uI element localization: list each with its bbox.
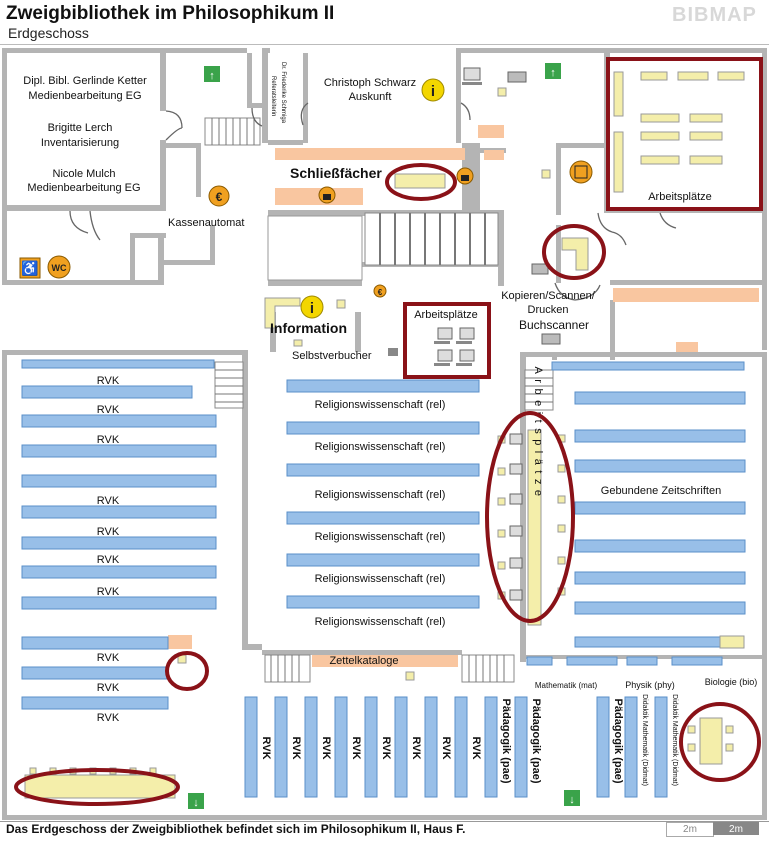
area-label: Arbeitsplätze [648,191,712,203]
shelves-bottom [244,696,668,798]
shelf-label: RVK [380,736,392,759]
shelf-label: Pädagogik (pae) [530,699,542,784]
svg-text:i: i [310,300,314,317]
room-label: Referatsleiterin [270,76,276,116]
shelves-center [286,379,480,609]
room-label: Inventarisierung [41,137,119,149]
shelf-label: Religionswissenschaft (rel) [315,441,446,453]
elevator-icon [569,160,593,184]
area-label: Information [270,320,347,336]
header-divider [0,44,769,45]
svg-text:↓: ↓ [569,794,575,806]
page-title: Zweigbibliothek im Philosophikum II [6,3,335,24]
room-label: Dipl. Bibl. Gerlinde Ketter [23,75,147,87]
svg-text:↑: ↑ [550,67,556,79]
info-icon: i [300,295,324,319]
area-label: Buchscanner [519,318,589,332]
floor-subtitle: Erdgeschoss [8,25,89,41]
shelf-labels-center: Religionswissenschaft (rel) Religionswis… [315,399,446,628]
shelf-labels-left: RVK RVK RVK RVK RVK RVK RVK RVK RVK RVK [97,375,120,724]
shelf-label: RVK [350,736,362,759]
shelf-label: Didaktik Mathematik (Didmat) [641,694,648,786]
svg-text:♿: ♿ [21,260,38,277]
room-label: Christoph Schwarz [324,77,416,89]
shelf-label: RVK [97,682,120,694]
room-label: Auskunft [349,91,392,103]
svg-text:WC: WC [52,263,67,273]
shelf-label: RVK [410,736,422,759]
shelf-label: Religionswissenschaft (rel) [315,573,446,585]
shelves-right [526,361,746,666]
shelf-label: RVK [97,404,120,416]
scale-bar-segment: 2m [666,822,714,837]
area-label: Arbeitsplätze [532,366,544,501]
shelf-label: Religionswissenschaft (rel) [315,489,446,501]
area-label: Gebundene Zeitschriften [601,485,721,497]
footer-bar [0,821,769,860]
shelf-label: RVK [97,375,120,387]
footer-caption: Das Erdgeschoss der Zweigbibliothek befi… [6,822,466,836]
info-icon: i [421,78,445,102]
svg-text:↓: ↓ [193,797,199,809]
locker-areas [168,125,759,667]
scale-bar-segment: 2m [713,822,759,835]
area-label: Kassenautomat [168,217,244,229]
area-label: Biologie (bio) [705,677,758,687]
svg-text:€: € [378,288,383,297]
door-arcs [69,102,677,301]
lock-icon [456,167,474,185]
shelf-label: Didaktik Mathematik (Didmat) [671,694,678,786]
euro-icon: € [373,284,387,298]
shelf-label: RVK [97,526,120,538]
svg-text:i: i [431,83,435,100]
shelf-label: Pädagogik (pae) [500,699,512,784]
area-label: Zettelkataloge [329,655,398,667]
wheelchair-icon: ♿ [19,257,41,279]
computer-icon [388,67,523,601]
shelf-label: RVK [97,554,120,566]
printer-icon [507,71,561,345]
room-label: Dr. Friederike Schmiga [280,62,286,124]
workplace-highlights [14,57,763,806]
lock-icon [318,186,336,204]
floor-plan: RVK RVK RVK RVK RVK RVK RVK RVK RVK RVK … [2,48,767,820]
shelf-label: RVK [290,736,302,759]
shelf-label: RVK [260,736,272,759]
shelf-labels-bottom: RVK RVK RVK RVK RVK RVK RVK RVK Pädagogi… [260,699,624,784]
brand-logo: BIBMAP [672,4,757,26]
shelves-left [21,359,217,710]
area-label: Physik (phy) [625,680,675,690]
shelf-label: RVK [470,736,482,759]
area-label: Schließfächer [290,165,382,181]
euro-icon: € [208,185,230,207]
shelf-label: RVK [97,434,120,446]
emergency-exit-icon: ↑ ↑ ↓ ↓ [188,63,580,809]
shelf-label: Pädagogik (pae) [612,699,624,784]
shelf-label: RVK [97,495,120,507]
desk [719,635,745,649]
shelf-label: RVK [97,586,120,598]
area-label: Kopieren/Scannen/ [501,290,596,302]
area-label: Selbstverbucher [292,350,372,362]
wc-icon: WC [47,255,71,279]
shelf-label: Religionswissenschaft (rel) [315,531,446,543]
shelf-label: RVK [97,712,120,724]
area-label: Arbeitsplätze [414,309,478,321]
area-label: Drucken [528,304,569,316]
stairs [204,117,554,683]
room-label: Nicole Mulch [53,168,116,180]
area-label: Mathematik (mat) [535,681,598,690]
shelf-label: RVK [440,736,452,759]
svg-text:€: € [216,190,223,204]
shelf-label: RVK [97,652,120,664]
shelf-label: RVK [320,736,332,759]
room-label: Medienbearbeitung EG [28,90,141,102]
svg-text:↑: ↑ [209,70,215,82]
room-label: Medienbearbeitung EG [27,182,140,194]
shelf-label: Religionswissenschaft (rel) [315,616,446,628]
room-label: Brigitte Lerch [48,122,113,134]
shelf-label: Religionswissenschaft (rel) [315,399,446,411]
